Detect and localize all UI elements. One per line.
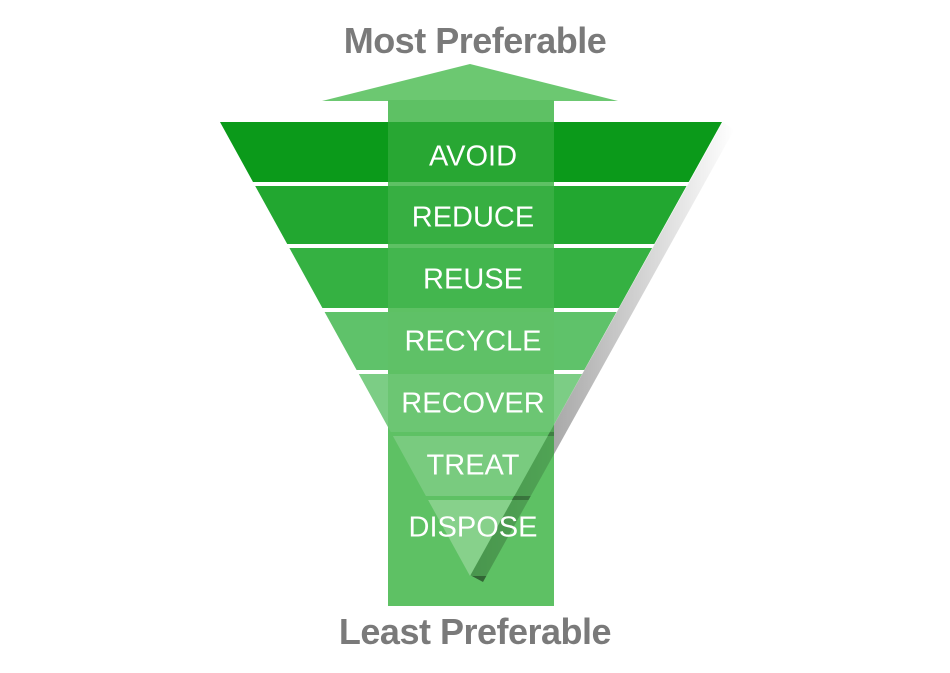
tier-label-recover: RECOVER	[401, 388, 544, 420]
tier-label-dispose: DISPOSE	[409, 512, 538, 544]
arrow-overlay-recycle	[388, 312, 554, 370]
funnel-tier-reuse	[289, 248, 653, 308]
funnel-tier-reduce	[255, 186, 687, 244]
funnel-tiers	[220, 122, 722, 576]
arrow-overlay-avoid	[388, 122, 554, 182]
arrow-overlay-recover	[388, 374, 554, 432]
tier-label-avoid: AVOID	[429, 141, 517, 173]
most-preferable-label: Most Preferable	[343, 20, 607, 61]
arrow-overlay-reduce	[388, 186, 554, 244]
tier-label-recycle: RECYCLE	[405, 326, 542, 358]
least-preferable-label: Least Preferable	[338, 611, 612, 652]
tier-label-reuse: REUSE	[423, 264, 523, 296]
tier-label-reduce: REDUCE	[412, 202, 534, 234]
tier-labels: AVOID REDUCE REUSE RECYCLE RECOVER TREAT DISPO…	[401, 141, 544, 544]
arrow-head	[322, 64, 618, 101]
funnel-tier-avoid	[220, 122, 722, 182]
arrow-overlay-treat	[388, 436, 554, 496]
arrow-overlay-dispose	[388, 500, 554, 576]
arrow-overlay-reuse	[388, 248, 554, 308]
tier-label-treat: TREAT	[427, 450, 520, 482]
